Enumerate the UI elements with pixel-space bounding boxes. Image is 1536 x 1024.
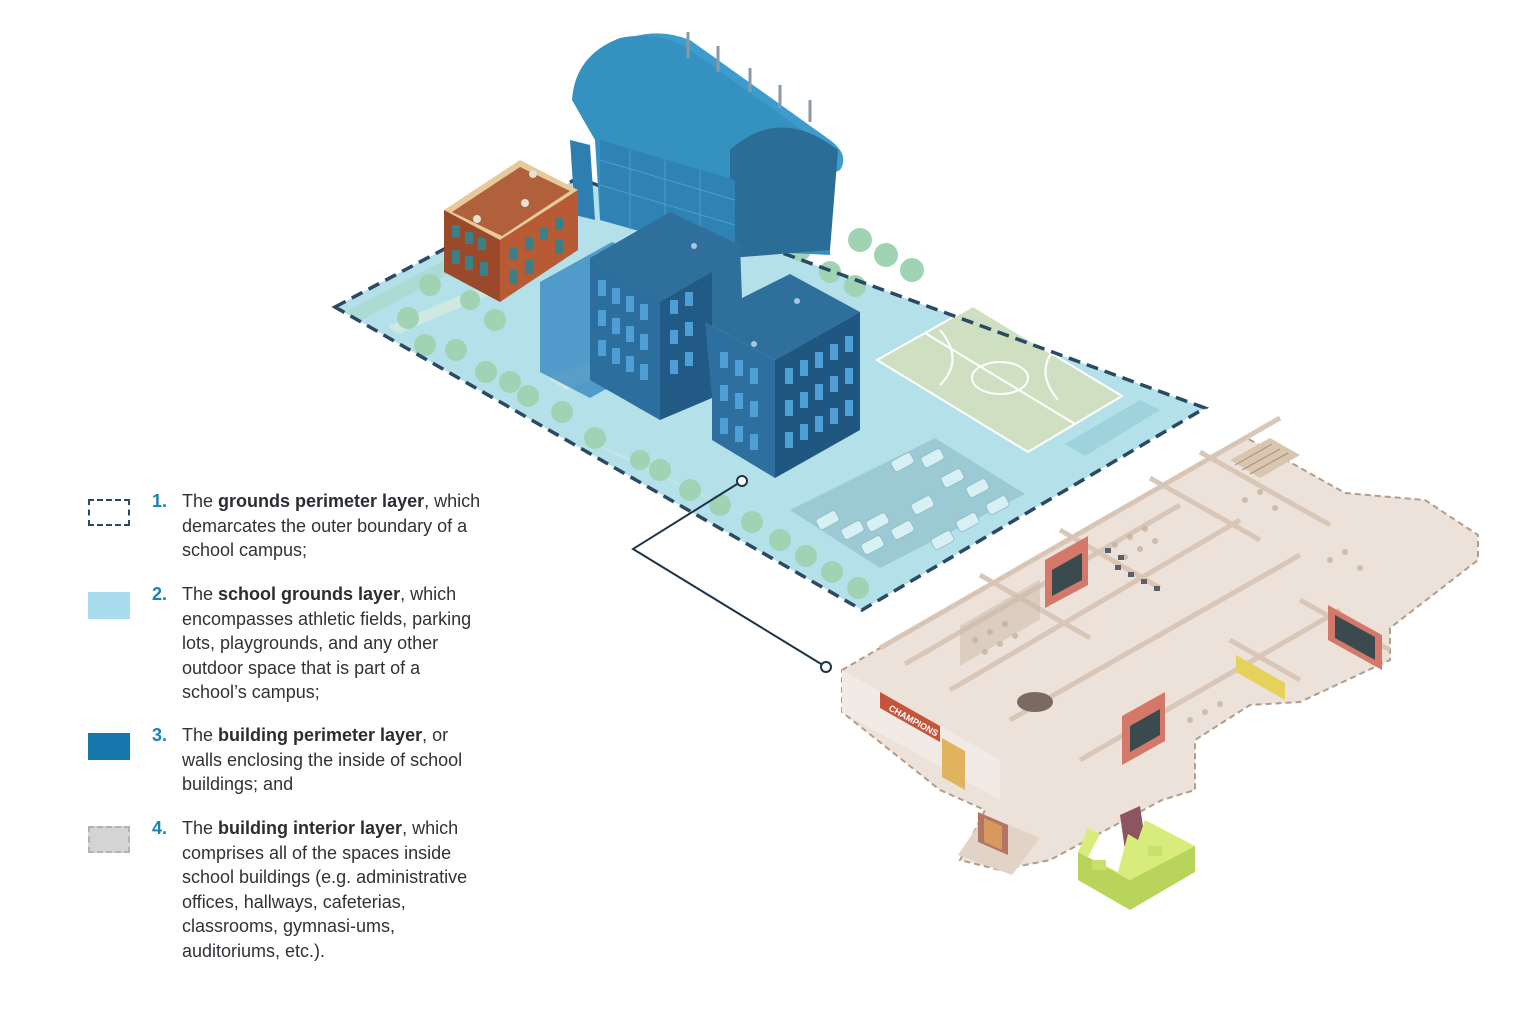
grounds-perimeter-outline	[331, 176, 1210, 613]
parking-lot	[790, 438, 1025, 568]
brick-building	[444, 160, 578, 302]
legend-description: The building interior layer, which compr…	[182, 818, 468, 961]
main-school-building	[540, 212, 860, 478]
callout-connector	[631, 475, 832, 673]
legend-description: The building perimeter layer, or walls e…	[182, 725, 463, 794]
legend-description: The school grounds layer, which encompas…	[182, 584, 472, 702]
legend-term: grounds perimeter layer	[218, 491, 425, 511]
trees	[397, 228, 924, 599]
legend-description: The grounds perimeter layer, which demar…	[182, 491, 481, 560]
gray-dashed-swatch-icon	[88, 826, 130, 853]
legend-term: building perimeter layer	[218, 725, 423, 745]
legend-term: school grounds layer	[218, 584, 401, 604]
dashed-outline-swatch-icon	[88, 499, 130, 526]
dark-blue-swatch-icon	[88, 733, 130, 760]
legend-number: 3.	[152, 725, 168, 745]
legend-number: 2.	[152, 584, 168, 604]
legend-term: building interior layer	[218, 818, 403, 838]
building-interior-cutaway: CHAMPIONS	[841, 415, 1479, 910]
legend-number: 4.	[152, 818, 168, 838]
light-blue-swatch-icon	[88, 592, 130, 619]
basketball-court	[875, 304, 1160, 456]
legend-number: 1.	[152, 491, 168, 511]
entrance-planter	[1078, 820, 1195, 910]
